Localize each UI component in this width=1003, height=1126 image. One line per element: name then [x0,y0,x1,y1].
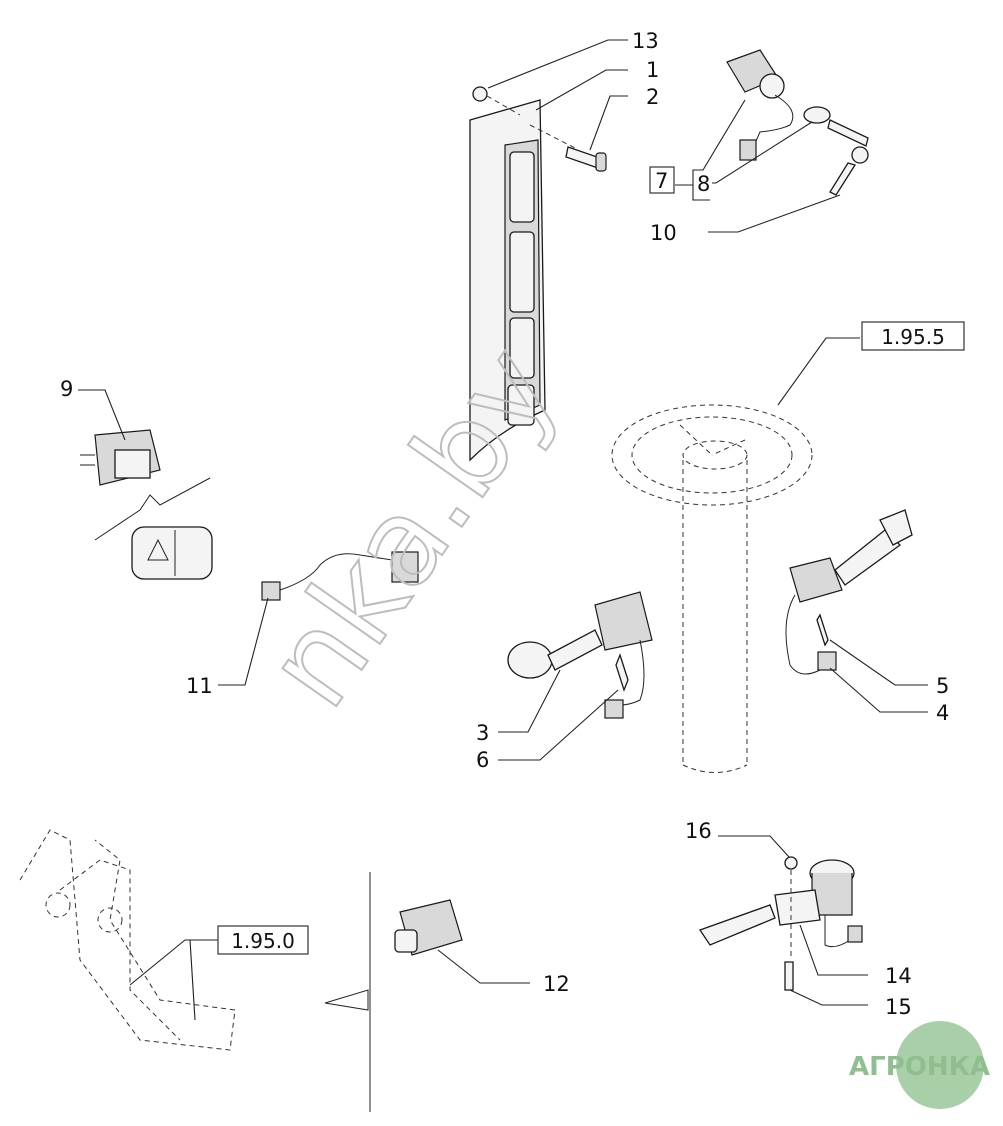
ignition-switch [726,49,869,196]
callout-2: 2 [646,85,659,109]
callouts: 13 1 2 7 8 10 9 11 3 6 5 4 16 12 14 15 [60,29,949,1019]
callout-3: 3 [476,721,489,745]
logo-text: АГРОНКА [849,1052,990,1082]
screw [565,146,607,172]
callout-16: 16 [685,819,712,843]
reference-boxes: 1.95.5 1.95.0 [217,166,965,955]
callout-1: 1 [646,58,659,82]
callout-10: 10 [650,221,677,245]
pressure-switch [324,872,463,1112]
turn-signal-lever [785,509,913,675]
callout-box-7 [649,166,675,194]
callout-12: 12 [543,972,570,996]
callout-6: 6 [476,748,489,772]
leader-lines [78,39,928,1021]
instrument-panel [469,86,576,462]
agronka-logo: АГРОНКА [849,1021,990,1109]
hand-throttle [698,856,863,991]
callout-11: 11 [186,674,213,698]
callout-4: 4 [936,701,949,725]
callout-14: 14 [885,964,912,988]
callout-8: 8 [697,172,710,196]
steering-column-ghost [611,404,813,773]
hazard-switch [80,429,213,580]
callout-9: 9 [60,377,73,401]
ref-box-1950 [217,925,309,955]
ref-box-1955 [861,321,965,351]
pedals-ghost [19,829,236,1051]
ref-label-1955: 1.95.5 [881,325,945,349]
callout-5: 5 [936,674,949,698]
callout-13: 13 [632,29,659,53]
wiring-harness [261,551,419,601]
callout-7: 7 [655,169,668,193]
logo-circle [896,1021,984,1109]
shuttle-lever [507,591,653,719]
callout-15: 15 [885,995,912,1019]
ref-label-1950: 1.95.0 [231,929,295,953]
